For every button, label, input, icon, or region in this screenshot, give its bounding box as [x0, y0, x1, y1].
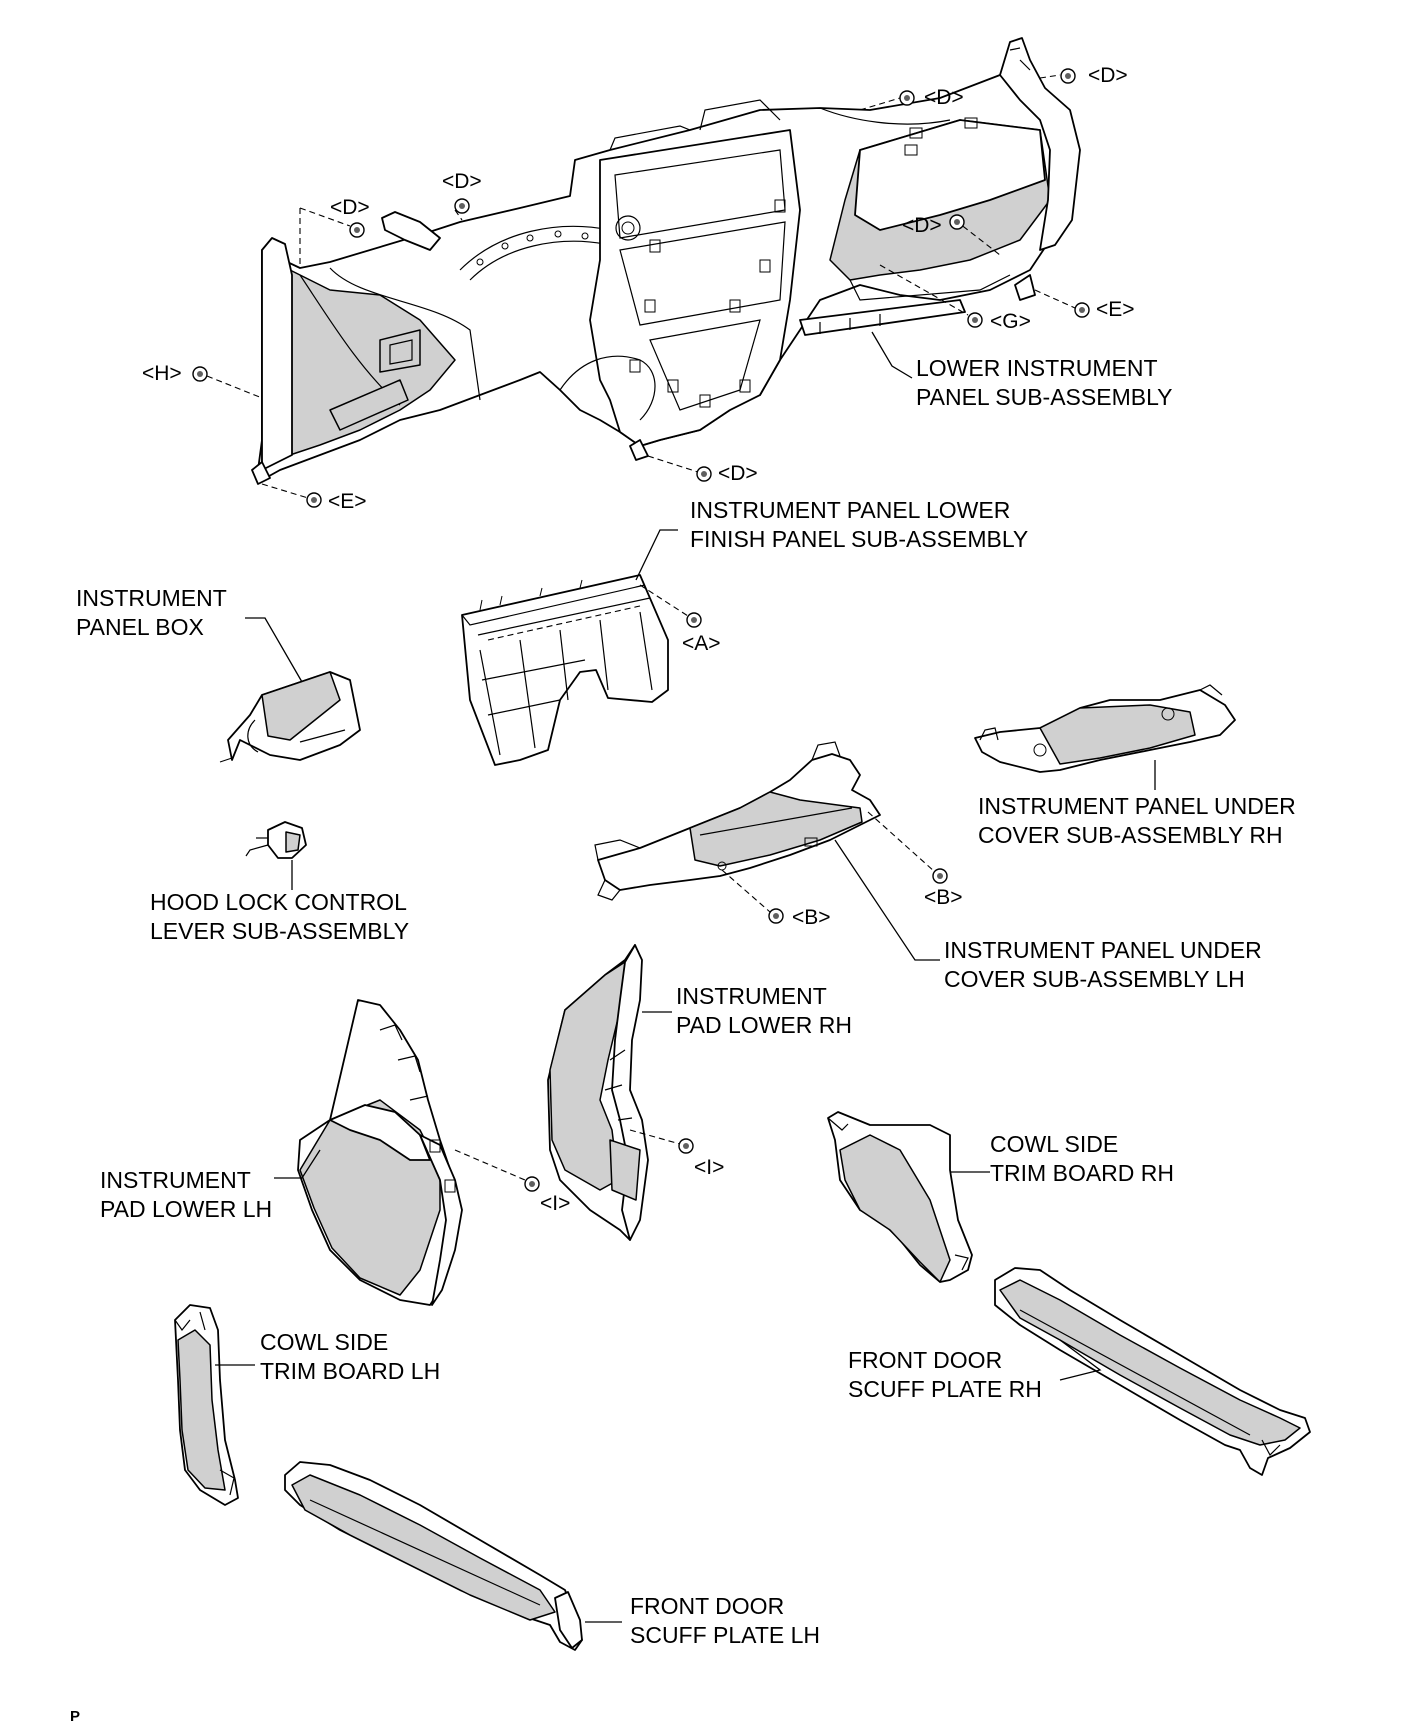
cowl-side-lh-part [174, 1304, 255, 1506]
label-line: INSTRUMENT [676, 983, 827, 1009]
label-lower-instrument-panel: LOWER INSTRUMENT PANEL SUB-ASSEMBLY [916, 354, 1173, 412]
label-line: SCUFF PLATE LH [630, 1622, 820, 1648]
fastener-label-h: <H> [142, 362, 182, 385]
fastener-label-d: <D> [1088, 64, 1128, 87]
pad-lower-rh-part [547, 944, 694, 1241]
fastener-label-e: <E> [328, 490, 367, 513]
fastener-label-a: <A> [682, 632, 721, 655]
fastener-label-d: <D> [718, 462, 758, 485]
footer-mark: P [70, 1708, 81, 1725]
label-line: COWL SIDE [260, 1329, 389, 1355]
fastener-label-g: <G> [990, 310, 1031, 333]
pad-lower-lh-part [274, 999, 540, 1306]
label-line: HOOD LOCK CONTROL [150, 889, 407, 915]
label-line: COVER SUB-ASSEMBLY RH [978, 822, 1283, 848]
fastener-label-d: <D> [902, 214, 942, 237]
label-cowl-side-rh: COWL SIDE TRIM BOARD RH [990, 1130, 1174, 1188]
label-line: LEVER SUB-ASSEMBLY [150, 918, 410, 944]
label-line: INSTRUMENT [100, 1167, 251, 1193]
label-line: LOWER INSTRUMENT [916, 355, 1158, 381]
label-instrument-panel-box: INSTRUMENT PANEL BOX [76, 584, 227, 642]
label-line: INSTRUMENT [76, 585, 227, 611]
label-hood-lock-lever: HOOD LOCK CONTROL LEVER SUB-ASSEMBLY [150, 888, 409, 946]
label-line: PAD LOWER RH [676, 1012, 852, 1038]
label-line: COVER SUB-ASSEMBLY LH [944, 966, 1245, 992]
fastener-label-d: <D> [330, 196, 370, 219]
label-line: INSTRUMENT PANEL LOWER [690, 497, 1011, 523]
fastener-label-d: <D> [924, 86, 964, 109]
label-line: TRIM BOARD RH [990, 1160, 1174, 1186]
label-under-cover-lh: INSTRUMENT PANEL UNDER COVER SUB-ASSEMBL… [944, 936, 1262, 994]
label-scuff-plate-lh: FRONT DOOR SCUFF PLATE LH [630, 1592, 820, 1650]
hood-lock-lever-part [245, 821, 307, 890]
fastener-label-i: <I> [540, 1192, 571, 1215]
label-line: FINISH PANEL SUB-ASSEMBLY [690, 526, 1029, 552]
fastener-label-b: <B> [792, 906, 831, 929]
lower-instrument-panel-part [251, 37, 1081, 485]
cowl-side-rh-part [827, 1111, 990, 1283]
label-under-cover-rh: INSTRUMENT PANEL UNDER COVER SUB-ASSEMBL… [978, 792, 1296, 850]
label-line: PANEL SUB-ASSEMBLY [916, 384, 1173, 410]
label-line: COWL SIDE [990, 1131, 1119, 1157]
label-line: FRONT DOOR [848, 1347, 1003, 1373]
label-line: INSTRUMENT PANEL UNDER [944, 937, 1262, 963]
label-lower-finish-panel: INSTRUMENT PANEL LOWER FINISH PANEL SUB-… [690, 496, 1028, 554]
under-cover-lh-part [594, 741, 948, 961]
fastener-label-e: <E> [1096, 298, 1135, 321]
lower-finish-panel-part [461, 529, 702, 766]
label-line: SCUFF PLATE RH [848, 1376, 1042, 1402]
label-cowl-side-lh: COWL SIDE TRIM BOARD LH [260, 1328, 440, 1386]
label-pad-lower-rh: INSTRUMENT PAD LOWER RH [676, 982, 852, 1040]
label-pad-lower-lh: INSTRUMENT PAD LOWER LH [100, 1166, 272, 1224]
scuff-plate-lh-part [284, 1461, 622, 1651]
label-line: TRIM BOARD LH [260, 1358, 441, 1384]
fastener-label-b: <B> [924, 886, 963, 909]
label-line: INSTRUMENT PANEL UNDER [978, 793, 1296, 819]
fastener-label-i: <I> [694, 1156, 725, 1179]
label-line: FRONT DOOR [630, 1593, 785, 1619]
label-line: PAD LOWER LH [100, 1196, 273, 1222]
label-line: PANEL BOX [76, 614, 204, 640]
instrument-panel-box-part [219, 617, 361, 763]
fastener-label-d: <D> [442, 170, 482, 193]
under-cover-rh-part [974, 684, 1236, 790]
scuff-plate-rh-part [994, 1267, 1311, 1476]
label-scuff-plate-rh: FRONT DOOR SCUFF PLATE RH [848, 1346, 1042, 1404]
lower-panel-fasteners [192, 68, 1090, 508]
